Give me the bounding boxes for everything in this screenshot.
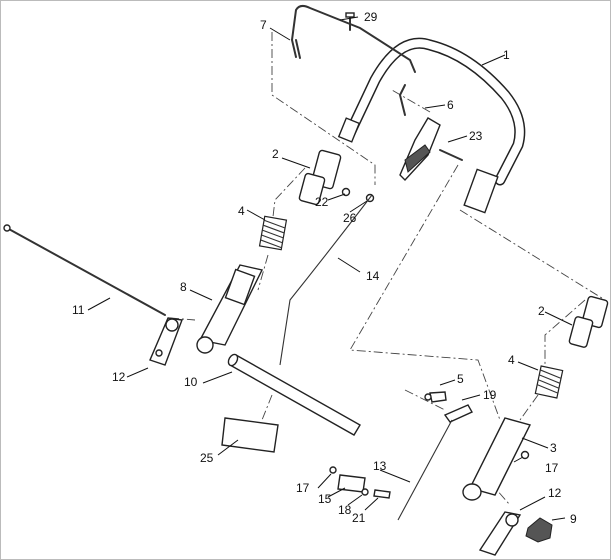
callout-2-upper: 2: [272, 147, 279, 161]
lever-spring-detail: [404, 144, 431, 173]
rod-13-part: [397, 419, 453, 521]
knob-9-part: [525, 517, 553, 543]
callout-labels: 1 2 2 3 4 4 5 6 7 8 9 10 11 12 12 13 14 …: [72, 10, 577, 526]
bail-part: [290, 4, 416, 116]
callout-3: 3: [550, 441, 557, 455]
pin-part: [345, 12, 355, 31]
callout-4-upper: 4: [238, 204, 245, 218]
callout-29: 29: [364, 10, 378, 24]
washer-18-part: [361, 488, 369, 496]
callout-26: 26: [343, 211, 357, 225]
link-19-part: [443, 404, 473, 423]
handle-bracket-right-part: [462, 417, 532, 501]
callout-18: 18: [338, 503, 352, 517]
pivot-bracket-left-part: [149, 317, 183, 366]
callout-10: 10: [184, 375, 198, 389]
leader-lines: [87, 16, 573, 521]
pivot-bracket-right-part: [478, 511, 522, 556]
callout-12-right: 12: [548, 486, 562, 500]
callout-22: 22: [315, 195, 329, 209]
bushing-upper-part: [298, 149, 342, 206]
callout-17-left: 17: [296, 481, 310, 495]
callout-6: 6: [447, 98, 454, 112]
bushing-right-part: [568, 295, 609, 348]
tube-part: [227, 353, 361, 436]
screw-21-part: [373, 489, 391, 499]
axle-rod-part: [3, 224, 166, 316]
spring-right-part: [534, 365, 564, 399]
handle-bracket-part: [196, 264, 264, 354]
pad-part: [221, 417, 279, 453]
nut-17-right-part: [520, 450, 530, 460]
callout-17-right: 17: [545, 461, 559, 475]
callout-2-right: 2: [538, 304, 545, 318]
callout-19: 19: [483, 388, 497, 402]
callout-21: 21: [352, 511, 366, 525]
callout-11: 11: [72, 303, 85, 317]
callout-1: 1: [503, 48, 510, 62]
cable-14-part: [279, 194, 373, 366]
callout-13: 13: [373, 459, 387, 473]
callout-8: 8: [180, 280, 187, 294]
callout-12-left: 12: [112, 370, 126, 384]
callout-9: 9: [570, 512, 577, 526]
callout-25: 25: [200, 451, 214, 465]
callout-23: 23: [469, 129, 483, 143]
callout-7: 7: [260, 18, 267, 32]
callout-5: 5: [457, 372, 464, 386]
spring-upper-part: [258, 215, 288, 251]
callout-4-right: 4: [508, 353, 515, 367]
pivot-pin-part: [439, 149, 463, 161]
callout-14: 14: [366, 269, 380, 283]
callout-15: 15: [318, 492, 332, 506]
nut-17-left-part: [329, 466, 337, 474]
clip-5-part: [424, 391, 447, 403]
